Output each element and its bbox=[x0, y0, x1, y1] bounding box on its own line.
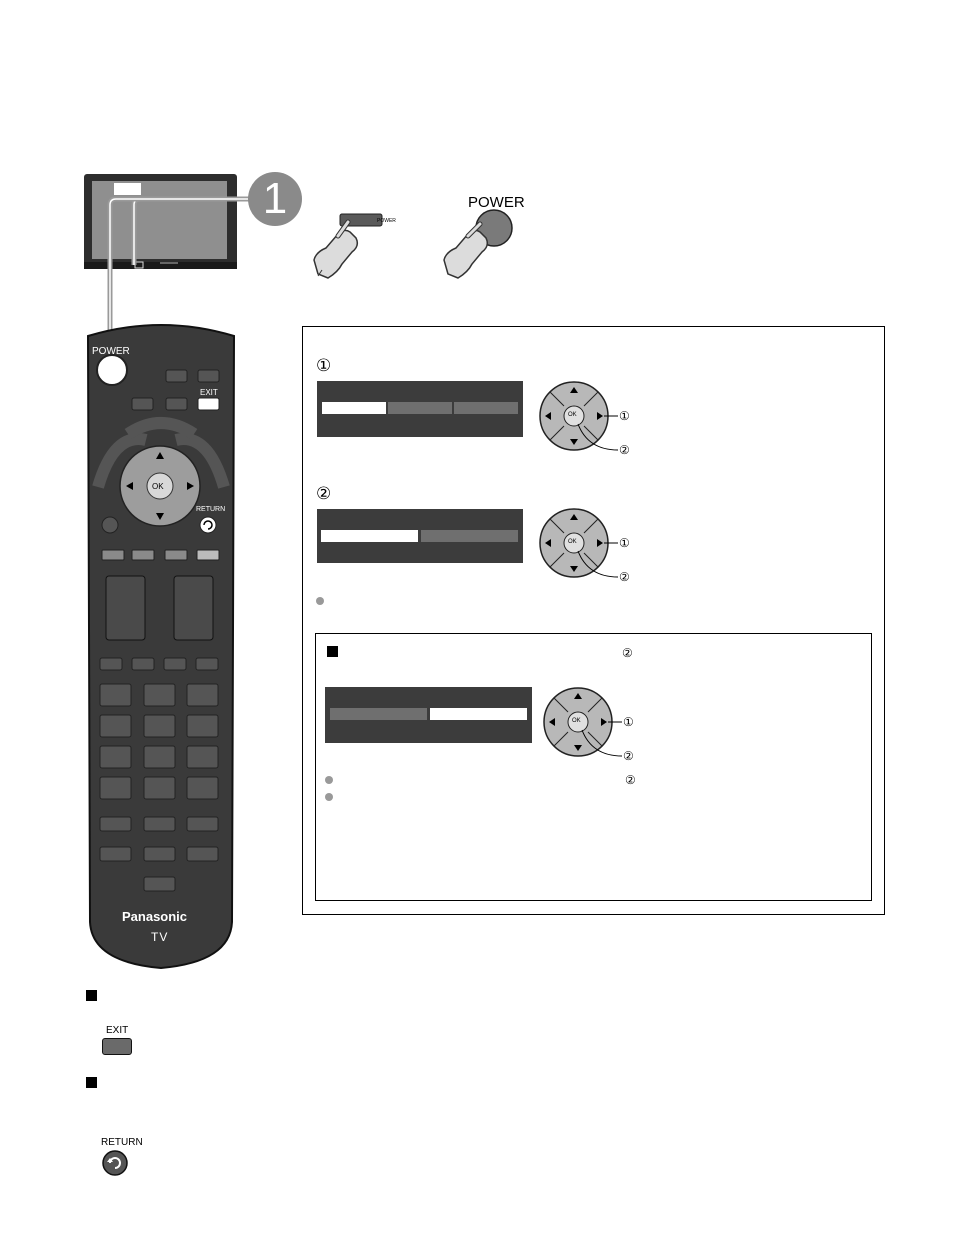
remote-ok-label: OK bbox=[152, 482, 164, 491]
power-button-label-big: POWER bbox=[468, 194, 525, 211]
setup-instructions-box bbox=[302, 326, 885, 915]
note-bullet bbox=[316, 597, 324, 605]
callout-2: ② bbox=[623, 749, 634, 763]
hand-pressing-tv-power-icon bbox=[312, 212, 412, 282]
section-square-marker bbox=[327, 646, 338, 657]
remote-brand-logo: Panasonic bbox=[122, 909, 188, 924]
dpad-diagram-3: OK ① ② bbox=[542, 686, 642, 766]
callout-2: ② bbox=[619, 443, 630, 457]
return-key-icon bbox=[102, 1150, 128, 1176]
hand-pressing-remote-power-icon bbox=[442, 208, 522, 283]
ok-text: OK bbox=[568, 539, 577, 545]
menu-screen-step-1 bbox=[317, 381, 523, 437]
step-2-number: ② bbox=[316, 484, 332, 503]
menu-option bbox=[454, 402, 518, 414]
exit-key-icon bbox=[102, 1038, 132, 1055]
remote-return-label: RETURN bbox=[196, 506, 226, 513]
remote-power-button[interactable] bbox=[96, 354, 128, 386]
menu-screen-inner bbox=[325, 687, 532, 743]
return-key-label: RETURN bbox=[101, 1137, 143, 1148]
tv-power-key-label: POWER bbox=[377, 218, 396, 224]
section-square-marker bbox=[86, 990, 97, 1001]
callout-2: ② bbox=[619, 570, 630, 584]
remote-control: POWER EXIT OK RETURN Panasonic TV bbox=[84, 322, 238, 972]
ok-text: OK bbox=[572, 718, 581, 724]
note-step-ref: ② bbox=[625, 773, 636, 787]
menu-option-selected bbox=[322, 402, 386, 414]
callout-1: ① bbox=[619, 409, 630, 423]
dpad-diagram-2: OK ① ② bbox=[538, 507, 638, 587]
ok-text: OK bbox=[568, 412, 577, 418]
inner-note-box bbox=[315, 633, 872, 901]
note-bullet bbox=[325, 776, 333, 784]
step-1-number: ① bbox=[316, 356, 332, 375]
menu-screen-step-2 bbox=[317, 509, 523, 563]
callout-1: ① bbox=[619, 536, 630, 550]
callout-1: ① bbox=[623, 715, 634, 729]
dpad-diagram-1: OK ① ② bbox=[538, 380, 638, 460]
inner-step-ref: ② bbox=[622, 646, 633, 660]
menu-option bbox=[330, 708, 427, 720]
exit-key-label: EXIT bbox=[106, 1025, 129, 1036]
section-square-marker bbox=[86, 1077, 97, 1088]
remote-exit-label: EXIT bbox=[200, 388, 218, 397]
menu-option bbox=[388, 402, 452, 414]
note-bullet bbox=[325, 793, 333, 801]
remote-power-label: POWER bbox=[92, 346, 130, 357]
menu-option-selected bbox=[321, 530, 418, 542]
menu-option bbox=[421, 530, 518, 542]
remote-model-label: TV bbox=[151, 930, 169, 944]
step-number-badge: 1 bbox=[248, 172, 302, 226]
menu-option-selected bbox=[430, 708, 527, 720]
